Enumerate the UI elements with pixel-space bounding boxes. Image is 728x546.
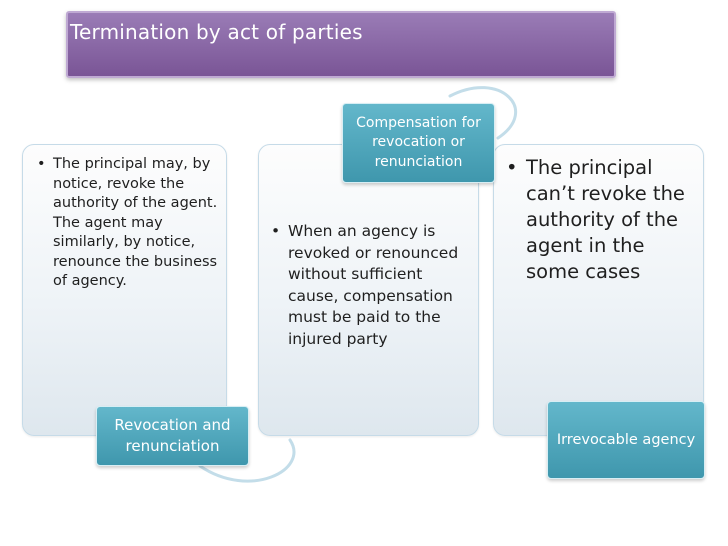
title-bar [66,11,616,78]
card-bullet-list: The principal may, by notice, revoke the… [37,155,223,292]
card-bullet: The principal can’t revoke the authority… [506,155,701,285]
card-bullet: When an agency is revoked or renounced w… [271,221,473,350]
label-revocation-and-renunciation: Revocation and renunciation [96,406,249,466]
connector-arc-2-3 [448,86,518,140]
card-bullet-list: The principal can’t revoke the authority… [506,155,701,285]
label-compensation: Compensation for revocation or renunciat… [342,103,495,183]
card-bullet: The principal may, by notice, revoke the… [37,155,223,292]
card-compensation: When an agency is revoked or renounced w… [258,144,479,436]
label-irrevocable-agency: Irrevocable agency [547,401,705,479]
connector-arc-1-2 [198,438,296,483]
label-text: Compensation for revocation or renunciat… [356,114,481,170]
card-irrevocable: The principal can’t revoke the authority… [493,144,704,436]
page-title: Termination by act of parties [70,20,363,44]
card-revocation: The principal may, by notice, revoke the… [22,144,227,436]
label-text: Revocation and renunciation [114,416,231,455]
card-bullet-list: When an agency is revoked or renounced w… [271,221,473,350]
label-text: Irrevocable agency [556,431,696,448]
